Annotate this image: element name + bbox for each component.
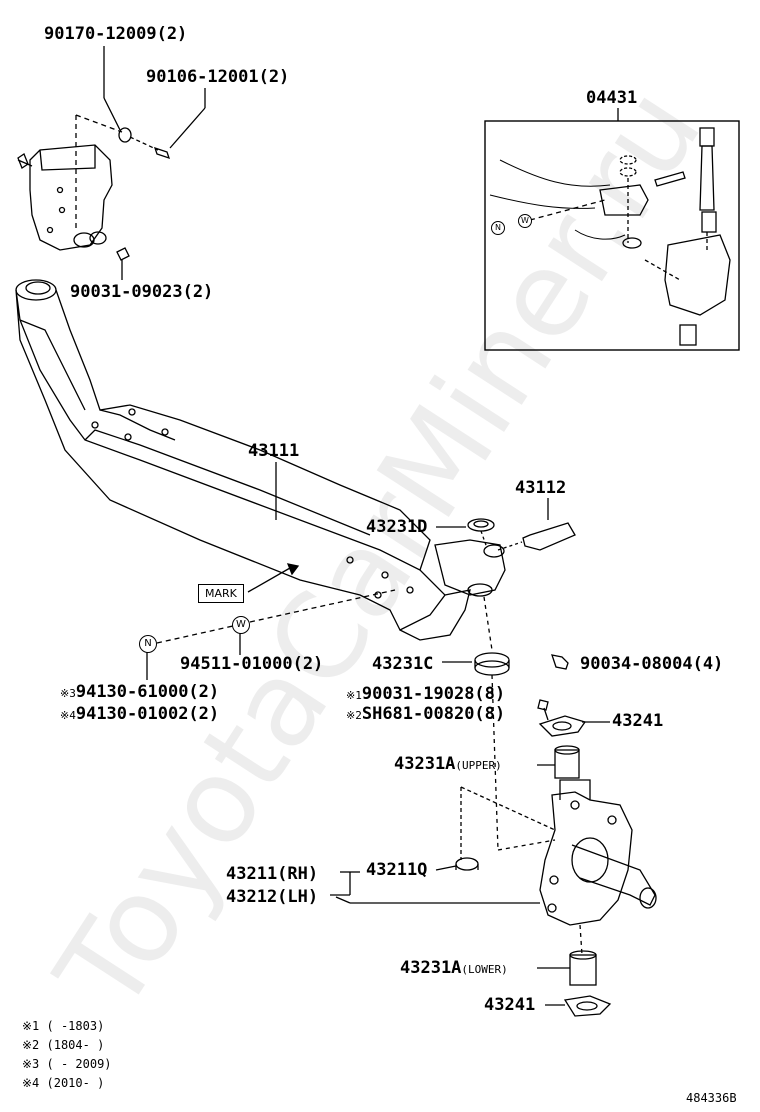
nut-4-row: ※494130-01002(2) [60,706,219,723]
bushing-lower-note: (LOWER) [461,963,508,976]
w-symbol: W [232,616,250,634]
part-label-43111[interactable]: 43111 [248,441,300,461]
part-label-04431[interactable]: 04431 [586,88,638,108]
note-marker-1: ※1 [346,689,362,702]
part-label-90106[interactable]: 90106-12001(2) [146,67,290,87]
nut-3-row: ※394130-61000(2) [60,684,219,701]
bolt-1-row: ※190031-19028(8) [346,686,505,703]
axle-beam-drawing [15,279,506,641]
part-label-43211q[interactable]: 43211Q [366,860,428,880]
note-marker-2: ※2 [346,709,362,722]
kit-n-symbol: N [491,221,505,235]
part-label-90031-09023[interactable]: 90031-09023(2) [70,282,214,302]
steering-bracket-drawing [17,114,123,251]
steering-knuckle-drawing [539,779,657,926]
part-label-43211-rh[interactable]: 43211(RH) [226,864,319,884]
note-marker-3: ※3 [60,687,76,700]
part-label-94130-01002[interactable]: 94130-01002(2) [75,704,220,724]
kit-contents-drawing [489,127,731,346]
bushing-upper-note: (UPPER) [455,759,502,772]
part-label-90034[interactable]: 90034-08004(4) [580,654,724,674]
note-marker-4: ※4 [60,709,76,722]
part-label-43241-lower[interactable]: 43241 [484,995,536,1015]
part-label-43112[interactable]: 43112 [515,478,567,498]
part-label-43231a-lower[interactable]: 43231A [400,958,462,978]
diagram-code: 484336B [686,1091,737,1105]
kit-box [484,120,740,351]
footnote-4: ※4 (2010- ) [22,1076,105,1090]
part-label-43231d[interactable]: 43231D [366,517,428,537]
part-label-94511[interactable]: 94511-01000(2) [180,654,324,674]
part-label-43231a-upper[interactable]: 43231A [394,754,456,774]
bushing-upper-row: 43231A(UPPER) [394,756,502,773]
footnote-2: ※2 (1804- ) [22,1038,105,1052]
part-label-sh681[interactable]: SH681-00820(8) [361,704,506,724]
part-label-94130-61000[interactable]: 94130-61000(2) [75,682,220,702]
part-label-43241-upper[interactable]: 43241 [612,711,664,731]
mark-label: MARK [198,584,244,603]
part-label-43231c[interactable]: 43231C [372,654,434,674]
footnote-1: ※1 ( -1803) [22,1019,105,1033]
kit-w-symbol: W [518,214,532,228]
bolt-2-row: ※2SH681-00820(8) [346,706,505,723]
part-label-90031-19028[interactable]: 90031-19028(8) [361,684,506,704]
bushing-lower-row: 43231A(LOWER) [400,960,508,977]
part-label-90170[interactable]: 90170-12009(2) [44,24,188,44]
n-symbol: N [139,635,157,653]
part-label-43212-lh[interactable]: 43212(LH) [226,887,319,907]
footnote-3: ※3 ( - 2009) [22,1057,112,1071]
